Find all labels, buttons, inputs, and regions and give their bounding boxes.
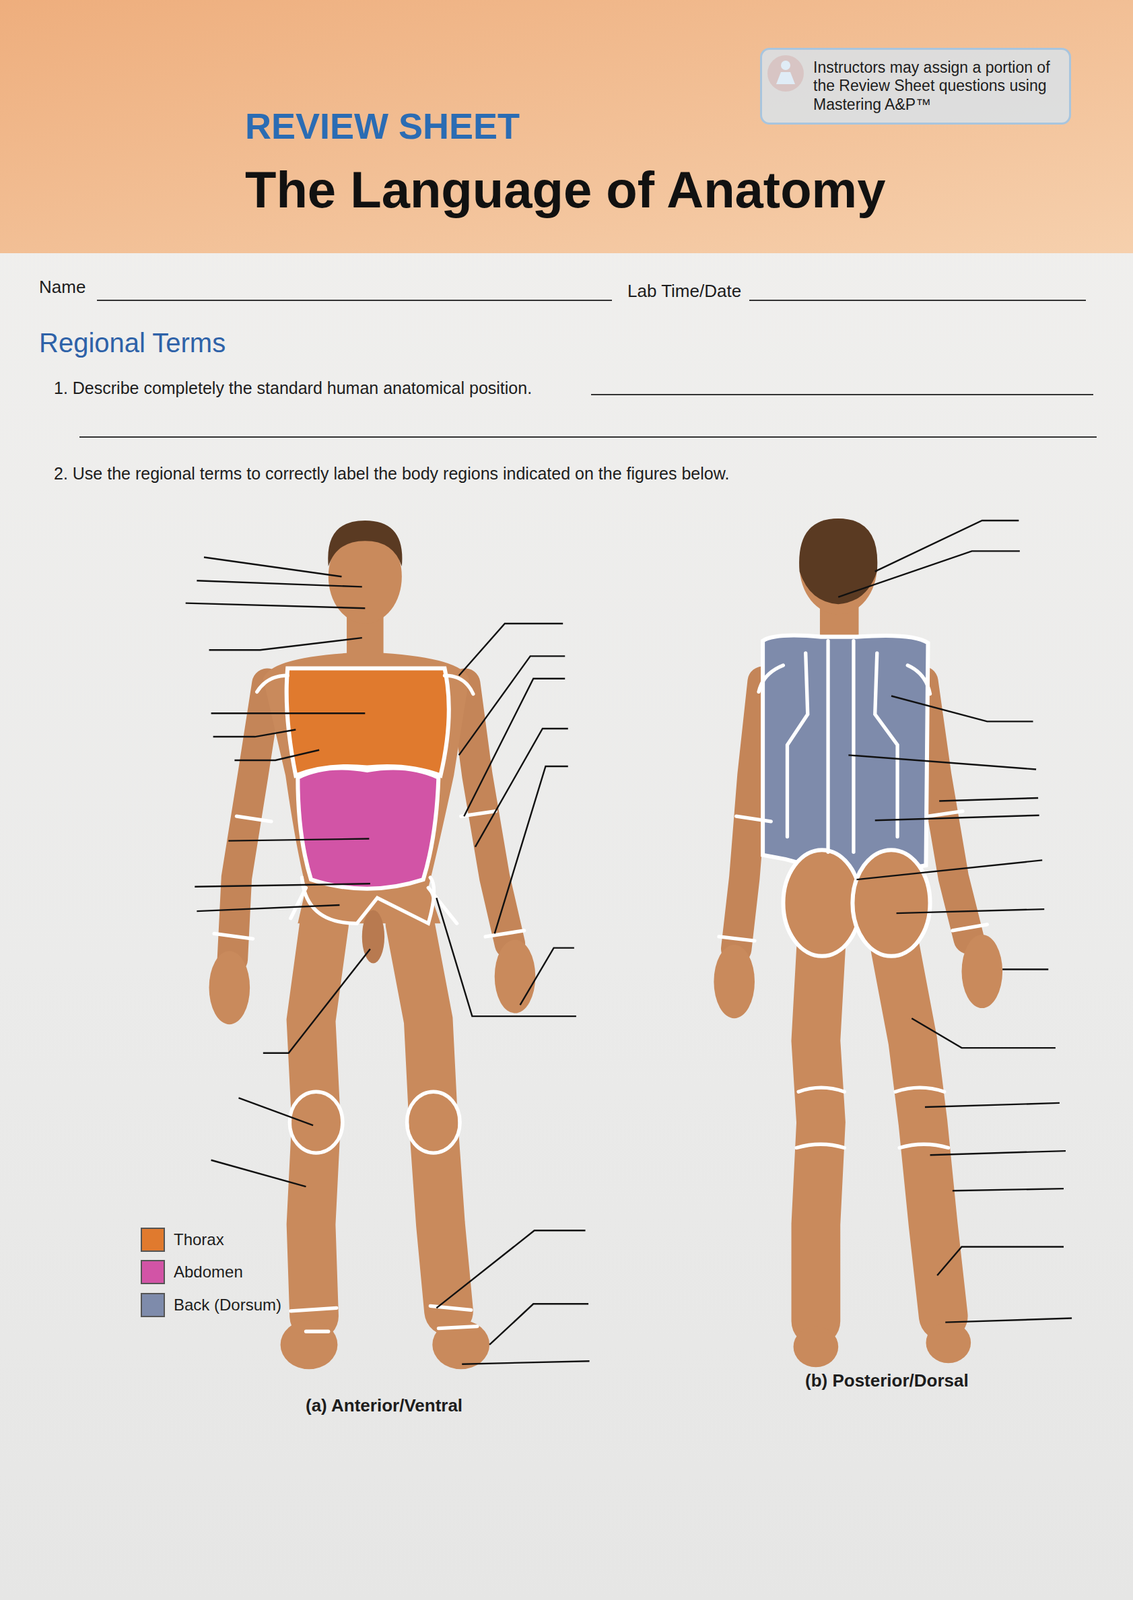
leader-line	[228, 838, 369, 841]
buttock	[852, 849, 930, 956]
leader-line	[436, 1229, 586, 1308]
head	[799, 518, 878, 614]
leader-line	[838, 550, 1020, 597]
figure-caption: (b) Posterior/Dorsal	[805, 1370, 969, 1391]
header-band	[0, 0, 1133, 254]
info-box: Instructors may assign a portion of the …	[760, 47, 1072, 125]
leader-line	[234, 749, 320, 761]
leader-line	[196, 904, 340, 911]
leader-line	[952, 1188, 1064, 1191]
hair	[327, 520, 402, 567]
torso	[263, 653, 470, 923]
region-border	[851, 640, 855, 853]
leader-line	[911, 1017, 1056, 1048]
legend-text: Thorax	[173, 1229, 225, 1249]
legend-swatch	[140, 1227, 165, 1252]
answer-line	[96, 299, 612, 301]
leg	[409, 922, 450, 1311]
leg	[311, 922, 325, 1316]
figure-caption: (a) Anterior/Ventral	[305, 1395, 463, 1416]
leader-line	[924, 1102, 1060, 1107]
foot	[793, 1326, 839, 1368]
answer-line	[79, 436, 1097, 438]
leader-line	[896, 908, 1045, 913]
leader-line	[489, 1303, 589, 1345]
leader-line	[520, 947, 575, 1006]
hand	[713, 944, 755, 1018]
leader-line	[436, 897, 577, 1016]
question-text: 2. Use the regional terms to correctly l…	[53, 463, 730, 484]
leader-line	[939, 797, 1039, 802]
region-border	[875, 653, 898, 837]
field-label: Name	[39, 277, 86, 298]
region-border	[895, 1087, 949, 1148]
leader-line	[891, 695, 1034, 721]
legend-text: Abdomen	[173, 1262, 244, 1282]
leader-line	[196, 580, 362, 587]
region-border	[257, 665, 931, 694]
leader-line	[875, 815, 1040, 821]
leg	[815, 948, 822, 1321]
foot	[280, 1320, 338, 1370]
leader-line	[194, 883, 371, 887]
answer-line	[749, 299, 1086, 301]
leader-line	[937, 1246, 1064, 1276]
question-text: 1. Describe completely the standard huma…	[53, 378, 532, 398]
leader-line	[1002, 968, 1049, 970]
leader-line	[875, 520, 1020, 572]
foot	[925, 1322, 971, 1364]
leader-line	[213, 729, 297, 737]
thorax-region	[286, 668, 450, 776]
field-label: Lab Time/Date	[627, 281, 742, 302]
sheet-heading: REVIEW SHEET	[245, 107, 520, 145]
legend-text: Back (Dorsum)	[173, 1295, 282, 1315]
hand	[494, 939, 536, 1014]
region-border	[289, 1091, 343, 1153]
region-border	[214, 924, 987, 941]
region-border	[406, 1091, 460, 1153]
region-border	[786, 653, 808, 837]
box-text: Instructors may assign a portion of the …	[813, 58, 1061, 115]
leader-line	[856, 859, 1043, 880]
leader-line	[263, 948, 371, 1053]
section-heading: Regional Terms	[39, 327, 226, 359]
leader-line	[945, 1318, 1072, 1323]
leader-line	[238, 1097, 314, 1125]
region-border	[826, 640, 830, 853]
leader-line	[848, 754, 1037, 769]
sheet-title: The Language of Anatomy	[245, 164, 886, 216]
leader-line	[930, 1150, 1066, 1155]
leg	[895, 948, 944, 1316]
leader-line	[211, 1159, 307, 1187]
answer-line	[591, 393, 1094, 396]
leader-line	[463, 678, 565, 817]
leader-line	[185, 603, 366, 609]
legend-swatch	[140, 1259, 165, 1284]
leader-line	[459, 623, 564, 676]
legend-swatch	[140, 1292, 165, 1317]
back-region	[762, 635, 928, 880]
leader-line	[459, 655, 566, 755]
region-border	[236, 811, 963, 822]
hand	[209, 950, 251, 1024]
leader-line	[461, 1360, 590, 1364]
leader-line	[494, 766, 569, 934]
leader-line	[475, 728, 569, 847]
buttock	[782, 849, 861, 956]
leader-line	[209, 637, 363, 650]
leader-line	[211, 712, 366, 714]
region-border	[796, 1087, 845, 1148]
hair	[799, 518, 878, 604]
hand	[962, 934, 1004, 1008]
region-border	[290, 1305, 478, 1331]
abdomen-region	[297, 768, 439, 889]
leader-line	[203, 556, 342, 577]
